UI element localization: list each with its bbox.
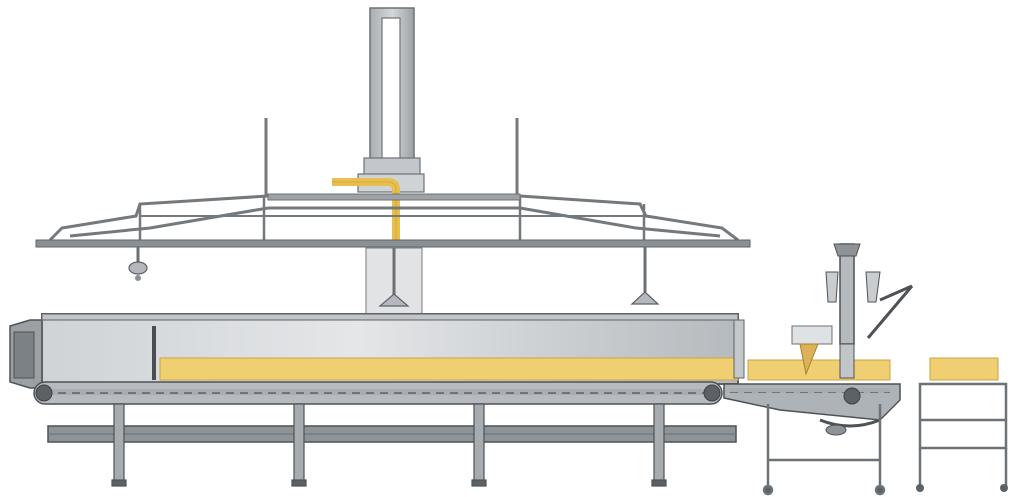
dosing-unit xyxy=(791,243,914,379)
fryer-tank xyxy=(9,313,745,389)
main-conveyor xyxy=(33,381,723,405)
product-layer xyxy=(159,357,739,381)
output-product xyxy=(747,359,891,381)
support-legs xyxy=(111,403,667,487)
spray-nozzle-right xyxy=(630,247,660,305)
outfeed-trolley xyxy=(762,404,886,496)
side-cart xyxy=(916,357,1008,492)
center-drop-tube xyxy=(365,247,423,315)
lifting-column xyxy=(357,7,425,193)
hood-beam xyxy=(35,239,751,248)
hood-frame xyxy=(48,118,739,244)
spray-nozzle-left xyxy=(128,247,148,281)
discharge-conveyor xyxy=(723,383,901,436)
